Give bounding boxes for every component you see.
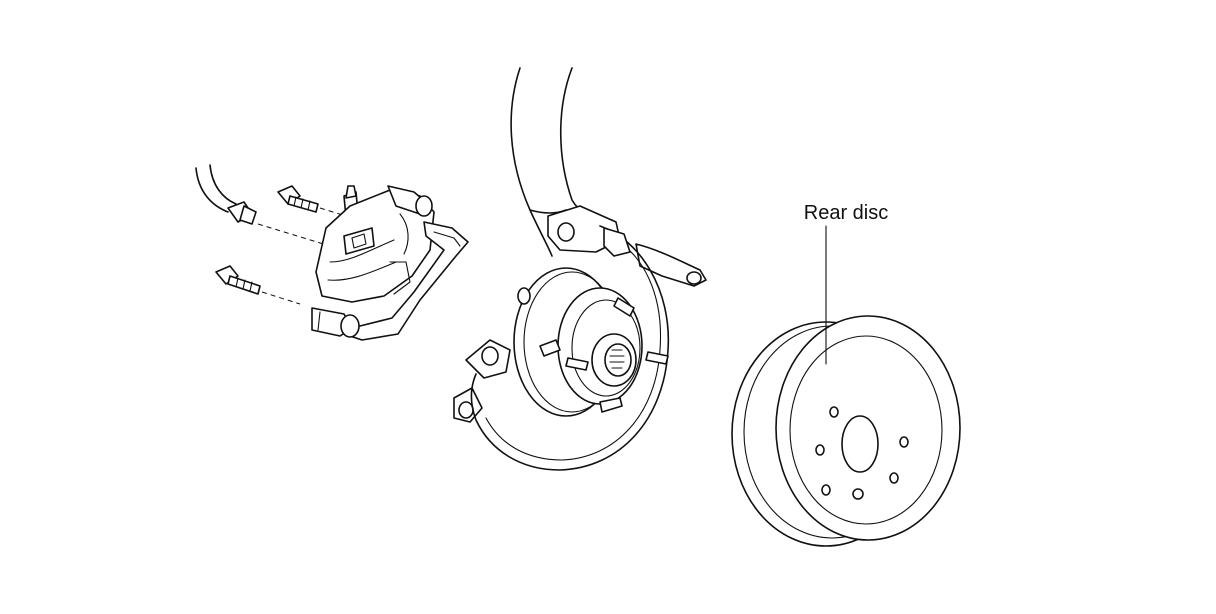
disc-lug-hole <box>899 436 909 448</box>
wheel-hub <box>513 267 669 417</box>
disc-lug-hole <box>829 406 839 418</box>
dust-shield <box>470 225 670 471</box>
caliper-bolt-upper <box>277 185 347 217</box>
disc-lug-hole <box>815 444 825 456</box>
disc-lug-hole <box>852 488 864 500</box>
rear-disc-label: Rear disc <box>804 202 888 224</box>
rear-disc-callout: Rear disc <box>804 202 888 365</box>
disc-lug-hole <box>821 484 831 496</box>
steering-knuckle <box>453 67 707 423</box>
brake-caliper <box>311 185 469 341</box>
rear-disc <box>731 315 961 547</box>
brake-hose <box>195 164 331 247</box>
disc-lug-hole <box>889 472 899 484</box>
caliper-bolt-lower <box>215 265 301 305</box>
